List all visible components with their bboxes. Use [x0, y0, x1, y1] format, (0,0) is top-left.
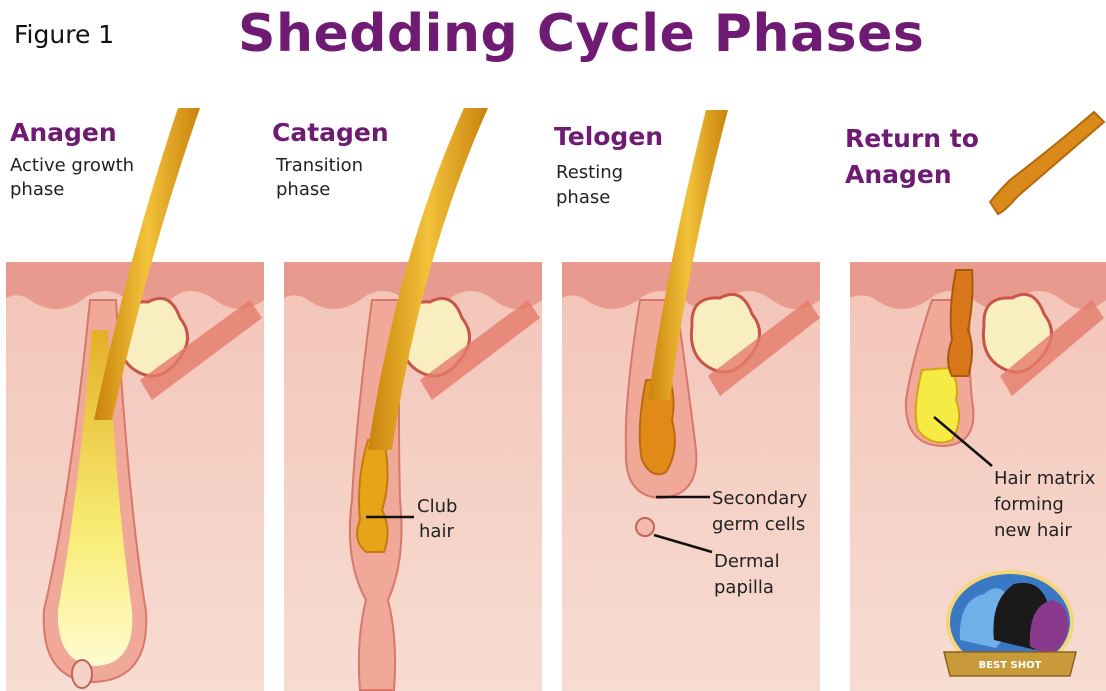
phase-desc-catagen-2: phase	[276, 179, 330, 200]
callout-club-hair-2: hair	[419, 521, 454, 542]
callout-hair-matrix-1: Hair matrix	[994, 468, 1096, 489]
epidermis	[850, 262, 1106, 309]
callout-dermal-papilla-2: papilla	[714, 577, 774, 598]
callout-secondary-germ-2: germ cells	[712, 514, 805, 535]
phase-name-return-1: Return to	[845, 124, 979, 153]
phase-desc-anagen-1: Active growth	[10, 155, 134, 176]
panel-return-to-anagen: Return to Anagen Hair matrix forming new…	[845, 112, 1106, 691]
dermal-papilla	[72, 660, 92, 688]
phase-desc-telogen-1: Resting	[556, 162, 623, 183]
phase-name-return-2: Anagen	[845, 160, 952, 189]
callout-club-hair-1: Club	[417, 496, 457, 517]
callout-dermal-papilla-1: Dermal	[714, 551, 780, 572]
panel-catagen: Catagen Transition phase Club hair	[272, 108, 542, 691]
dermal-papilla	[636, 518, 654, 536]
callout-hair-matrix-2: forming	[994, 494, 1064, 515]
phase-desc-telogen-2: phase	[556, 187, 610, 208]
panel-anagen: Anagen Active growth phase	[6, 108, 264, 691]
panel-telogen: Telogen Resting phase Secondary germ cel…	[554, 110, 820, 691]
callout-hair-matrix-3: new hair	[994, 520, 1072, 541]
phase-name-telogen: Telogen	[554, 122, 663, 151]
shed-hair-fragment	[990, 112, 1104, 214]
phase-name-catagen: Catagen	[272, 118, 389, 147]
phase-desc-anagen-2: phase	[10, 179, 64, 200]
best-shot-logo: BEST SHOT	[944, 572, 1076, 676]
phase-desc-catagen-1: Transition	[275, 155, 363, 176]
logo-text: BEST SHOT	[979, 660, 1042, 671]
phase-name-anagen: Anagen	[10, 118, 117, 147]
callout-secondary-germ-1: Secondary	[712, 488, 808, 509]
